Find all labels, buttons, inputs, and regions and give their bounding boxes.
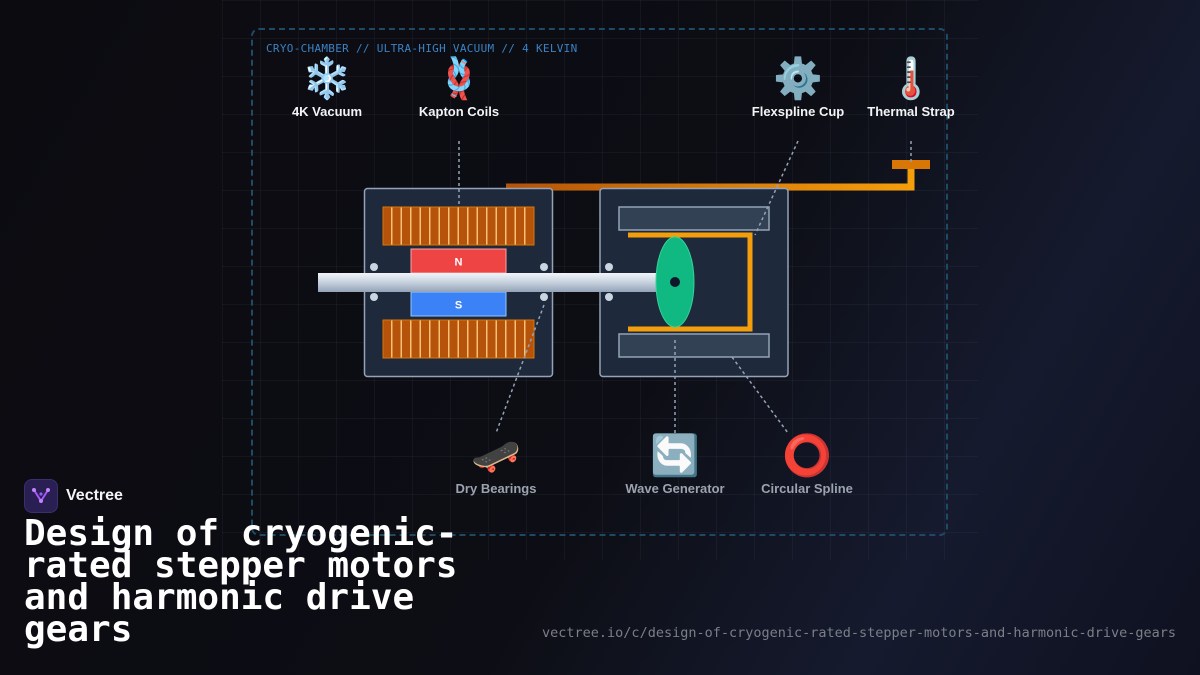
stator-coil-bottom: [382, 319, 535, 359]
component-dry-bearings: 🛹 Dry Bearings: [456, 433, 537, 496]
thermal-strap-line: [506, 165, 915, 191]
component-label: Flexspline Cup: [751, 104, 845, 119]
brand-name: Vectree: [66, 487, 123, 504]
chamber-label: CRYO-CHAMBER // ULTRA-HIGH VACUUM // 4 K…: [266, 42, 578, 55]
component-kapton-coils: 🪢 Kapton Coils: [419, 56, 499, 119]
thermometer-icon: 🌡️: [886, 56, 936, 102]
cryo-chamber-boundary: [251, 28, 948, 536]
component-flexspline-cup: ⚙️ Flexspline Cup: [752, 56, 844, 119]
vectree-logo-icon: [24, 479, 58, 513]
component-wave-generator: 🔄 Wave Generator: [625, 433, 724, 496]
component-thermal-strap: 🌡️ Thermal Strap: [867, 56, 954, 119]
motor-shaft: [318, 273, 674, 292]
page-url[interactable]: vectree.io/c/design-of-cryogenic-rated-s…: [542, 625, 1176, 641]
component-label: Thermal Strap: [867, 104, 955, 119]
component-4k-vacuum: ❄️ 4K Vacuum: [292, 56, 362, 119]
cycle-arrows-icon: 🔄: [650, 433, 700, 479]
magnet-south: [410, 291, 507, 317]
component-label: 4K Vacuum: [291, 104, 363, 119]
magnet-north-label: N: [455, 257, 463, 269]
skateboard-icon: 🛹: [471, 433, 521, 479]
component-label: Kapton Coils: [418, 104, 500, 119]
page-title: Design of cryogenic-rated stepper motors…: [24, 513, 458, 650]
snowflake-icon: ❄️: [302, 56, 352, 102]
bearing-dots: [370, 263, 613, 301]
ring-icon: ⭕: [782, 433, 832, 479]
component-label: Circular Spline: [761, 481, 853, 496]
knot-icon: 🪢: [434, 56, 484, 102]
component-label: Wave Generator: [625, 481, 725, 496]
component-circular-spline: ⭕ Circular Spline: [761, 433, 853, 496]
magnet-south-label: S: [455, 300, 462, 312]
leader-lines: [458, 140, 912, 434]
flexspline-cup-shape: [628, 232, 753, 332]
stator-coil-top: [382, 206, 535, 246]
thermal-strap-clamp: [892, 160, 930, 169]
circular-spline-bottom: [618, 333, 770, 358]
component-label: Dry Bearings: [455, 481, 537, 496]
gear-icon: ⚙️: [773, 56, 823, 102]
wave-generator-hub: [670, 277, 680, 287]
circular-spline-top: [618, 206, 770, 231]
brand[interactable]: Vectree: [24, 479, 123, 513]
